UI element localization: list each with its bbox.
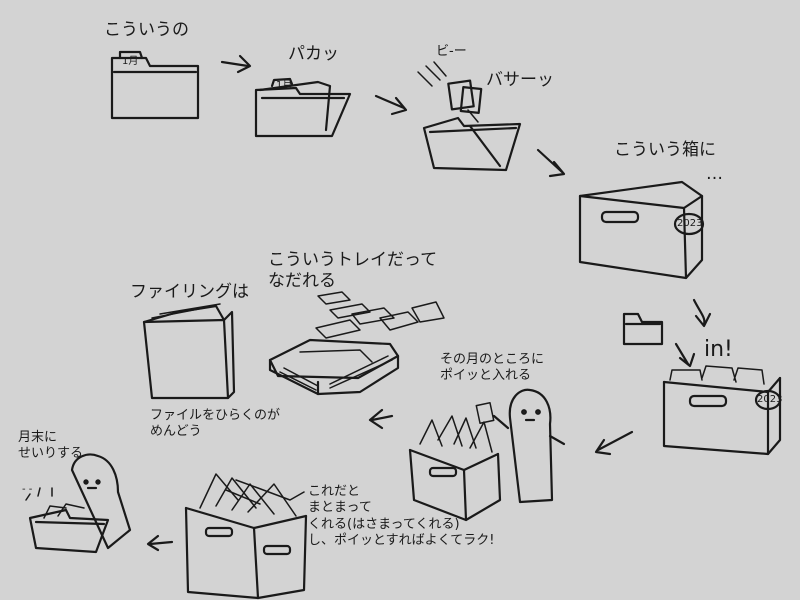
sorting-marks: - - — [22, 484, 33, 495]
open-sound-label: パカッ — [288, 44, 339, 64]
folder-tab-label: 1月 — [122, 56, 139, 67]
box-dots: … — [706, 164, 723, 184]
filled-box-illustration — [662, 365, 782, 456]
box-label: こういう箱に — [614, 140, 716, 160]
zip-sound-label: ビ-ー — [436, 44, 467, 59]
arrow-down-right-1 — [536, 148, 566, 178]
arrow-left-1 — [368, 408, 394, 430]
throwing-box-illustration — [408, 401, 502, 522]
throw-label: その月のところに ポイッと入れる — [440, 352, 545, 384]
open-folder-tab-label: 1月 — [276, 80, 293, 91]
box-note: これだと まとまって くれる(はさまってくれる) し、ポイッとすればよくてラク! — [308, 484, 495, 548]
storage-box-illustration — [578, 180, 705, 280]
arrow-right-2 — [374, 94, 408, 116]
box-year-tag: 2023 — [677, 218, 703, 229]
arrow-down-1 — [692, 298, 712, 328]
binder-note: ファイルをひらくのが めんどう — [150, 408, 281, 440]
closed-folder-illustration — [110, 50, 200, 120]
arrow-down-2 — [674, 342, 696, 368]
arrow-down-left-1 — [594, 430, 634, 456]
tray-label: こういうトレイだって なだれる — [268, 250, 438, 292]
step1-label: こういうの — [104, 20, 189, 40]
sorting-folder-illustration — [25, 487, 110, 554]
filing-label: ファイリングは — [130, 282, 249, 302]
month-end-label: 月末に せいりする — [18, 430, 84, 462]
tray-illustration — [268, 291, 445, 396]
dump-sound-label: バサーッ — [486, 70, 554, 90]
arrow-left-2 — [146, 534, 174, 552]
character-throwing — [492, 388, 566, 504]
bottom-box-illustration — [184, 473, 308, 600]
arrow-right-1 — [220, 54, 252, 74]
binder-illustration — [142, 303, 236, 400]
in-label: in! — [704, 337, 733, 362]
box2-year-tag: 2023 — [757, 394, 783, 405]
dumping-folder-illustration — [417, 61, 522, 172]
open-folder-illustration — [254, 77, 352, 138]
character-sorting — [70, 453, 132, 550]
small-folder-illustration — [622, 312, 664, 346]
